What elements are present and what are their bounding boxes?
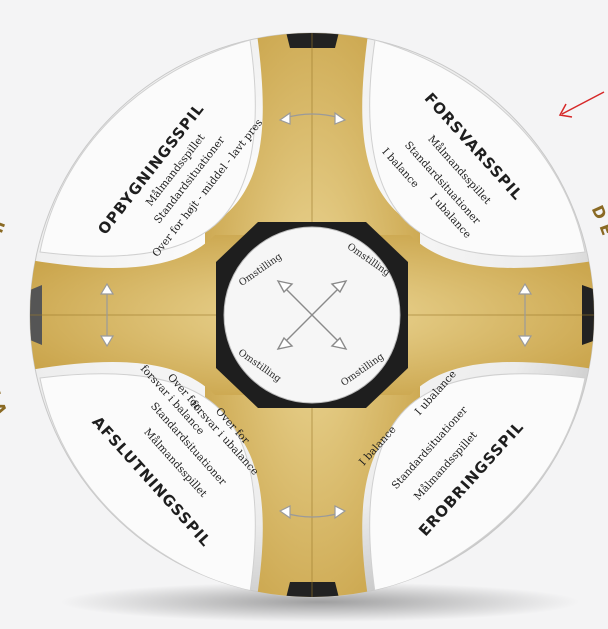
side-label-left: VI har bolden [0,213,11,418]
annotation-arrow-icon [560,92,604,117]
